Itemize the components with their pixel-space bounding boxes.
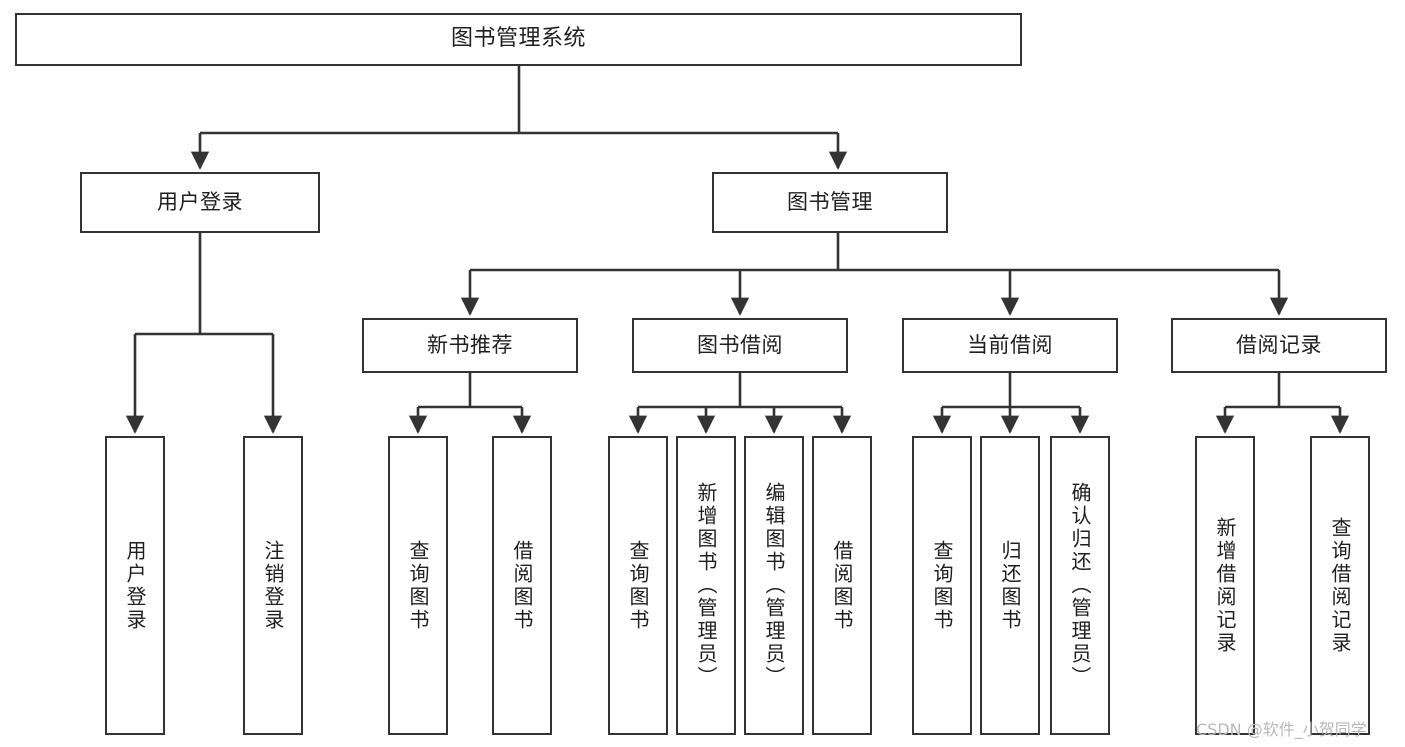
node-leaf-user-login[interactable]: 用户登录 (105, 436, 165, 735)
node-leaf-query-book-1-label: 查询图书 (406, 539, 430, 632)
node-leaf-query-book-2-label: 查询图书 (626, 539, 650, 632)
node-leaf-return-book[interactable]: 归还图书 (980, 436, 1040, 735)
node-current-borrow-label: 当前借阅 (967, 332, 1053, 357)
node-root[interactable]: 图书管理系统 (15, 13, 1022, 66)
node-leaf-query-record-label: 查询借阅记录 (1328, 516, 1352, 655)
node-user-login[interactable]: 用户登录 (80, 172, 320, 233)
node-book-management-label: 图书管理 (787, 189, 873, 214)
node-new-book-recommend[interactable]: 新书推荐 (362, 318, 578, 373)
node-leaf-add-record-label: 新增借阅记录 (1213, 516, 1237, 655)
node-leaf-query-book-2[interactable]: 查询图书 (608, 436, 668, 735)
node-leaf-borrow-book-1[interactable]: 借阅图书 (492, 436, 552, 735)
node-leaf-borrow-book-2[interactable]: 借阅图书 (812, 436, 872, 735)
node-leaf-query-book-1[interactable]: 查询图书 (388, 436, 448, 735)
node-leaf-add-book-label: 新增图书（管理员） (694, 482, 718, 689)
node-root-label: 图书管理系统 (450, 26, 586, 52)
node-leaf-user-logout[interactable]: 注销登录 (243, 436, 303, 735)
node-borrow-record[interactable]: 借阅记录 (1171, 318, 1387, 373)
node-leaf-add-book[interactable]: 新增图书（管理员） (676, 436, 736, 735)
node-leaf-borrow-book-2-label: 借阅图书 (830, 539, 854, 632)
node-leaf-return-book-label: 归还图书 (998, 539, 1022, 632)
node-book-borrow-label: 图书借阅 (697, 332, 783, 357)
node-leaf-user-login-label: 用户登录 (123, 539, 147, 632)
node-leaf-edit-book[interactable]: 编辑图书（管理员） (744, 436, 804, 735)
node-new-book-recommend-label: 新书推荐 (427, 332, 513, 357)
watermark-label: CSDN @软件_小贺同学 (1196, 720, 1367, 739)
node-leaf-borrow-book-1-label: 借阅图书 (510, 539, 534, 632)
node-leaf-query-book-3-label: 查询图书 (930, 539, 954, 632)
node-user-login-label: 用户登录 (157, 189, 243, 214)
node-book-borrow[interactable]: 图书借阅 (632, 318, 848, 373)
node-leaf-edit-book-label: 编辑图书（管理员） (762, 482, 786, 689)
node-leaf-query-book-3[interactable]: 查询图书 (912, 436, 972, 735)
node-leaf-query-record[interactable]: 查询借阅记录 (1310, 436, 1370, 735)
node-leaf-confirm-return-label: 确认归还（管理员） (1068, 482, 1092, 689)
node-book-management[interactable]: 图书管理 (712, 172, 948, 233)
node-borrow-record-label: 借阅记录 (1236, 332, 1322, 357)
node-leaf-add-record[interactable]: 新增借阅记录 (1195, 436, 1255, 735)
node-current-borrow[interactable]: 当前借阅 (902, 318, 1118, 373)
node-leaf-confirm-return[interactable]: 确认归还（管理员） (1050, 436, 1110, 735)
node-leaf-user-logout-label: 注销登录 (261, 539, 285, 632)
